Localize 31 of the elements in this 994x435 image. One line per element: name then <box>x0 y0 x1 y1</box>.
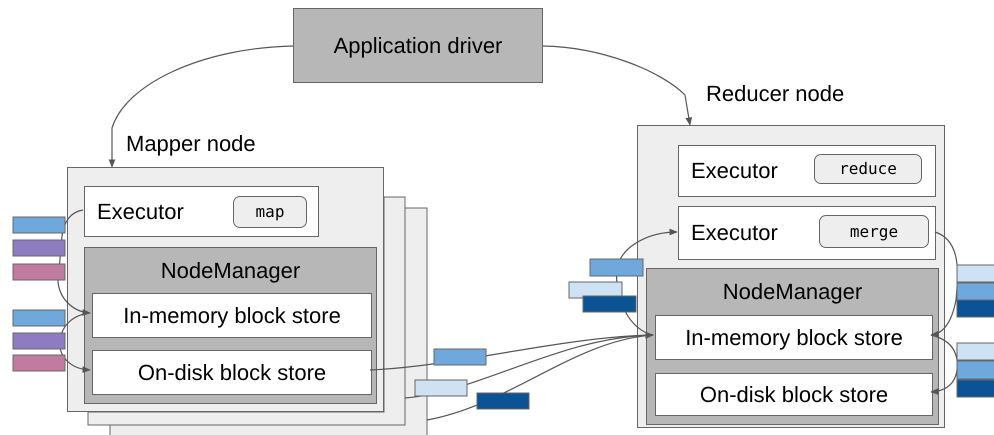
node-heading: Mapper node <box>126 131 256 157</box>
connector-arrow <box>108 45 294 168</box>
connector-arrow <box>930 334 958 395</box>
function-tag <box>819 215 929 248</box>
function-name: reduce <box>838 158 898 180</box>
block-store-box <box>92 350 372 395</box>
block-store-label: On-disk block store <box>136 360 328 386</box>
function-tag <box>233 196 307 228</box>
function-tag <box>814 154 922 184</box>
executor-label: Executor <box>691 158 778 184</box>
connector-arrow <box>542 45 692 126</box>
driver-label: Application driver <box>332 33 504 59</box>
driver-box <box>293 8 543 83</box>
executor-label: Executor <box>97 198 184 224</box>
block-store-label: In-memory block store <box>684 324 904 350</box>
block-store-box <box>655 373 933 416</box>
block-store-label: In-memory block store <box>122 302 342 328</box>
executor-label: Executor <box>691 220 778 246</box>
function-name: map <box>254 201 286 223</box>
nodemanager-title: NodeManager <box>160 258 302 284</box>
executor-box <box>678 206 936 260</box>
function-name: merge <box>848 220 900 242</box>
block-store-box <box>655 315 933 360</box>
executor-box <box>84 186 319 237</box>
nodemanager-panel <box>646 268 939 425</box>
block-store-label: On-disk block store <box>698 382 890 408</box>
node-heading: Reducer node <box>706 81 844 107</box>
executor-box <box>678 145 936 197</box>
block-store-box <box>92 293 372 338</box>
nodemanager-panel <box>84 247 377 404</box>
nodemanager-title: NodeManager <box>722 279 864 305</box>
